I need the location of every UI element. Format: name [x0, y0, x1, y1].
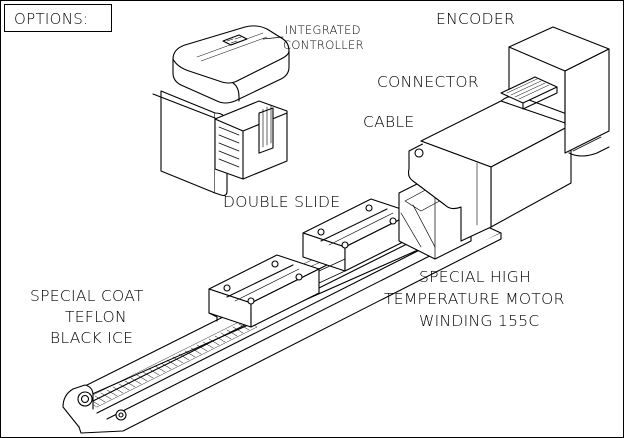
special-coat-label-line1: SPECIAL COAT [30, 287, 144, 305]
integrated-controller-drawing [152, 25, 290, 197]
motor-winding-label-line2: TEMPERATURE MOTOR [384, 290, 565, 308]
options-title: OPTIONS: [14, 10, 89, 28]
special-coat-label-line2: TEFLON [65, 308, 127, 326]
motor-assembly-drawing [398, 26, 610, 260]
rail-base-drawing [62, 196, 502, 434]
integrated-controller-label-line2: CONTROLLER [283, 38, 364, 52]
motor-winding-label-line3: WINDING 155C [419, 312, 540, 330]
front-slide-drawing [208, 254, 320, 328]
integrated-controller-label-line1: INTEGRATED [285, 23, 361, 37]
special-coat-label-line3: BLACK ICE [50, 329, 134, 347]
rear-slide-drawing [302, 198, 414, 284]
encoder-label: ENCODER [436, 10, 516, 28]
motor-winding-label-line1: SPECIAL HIGH [419, 268, 532, 286]
double-slide-label: DOUBLE SLIDE [223, 193, 341, 211]
options-title-box: OPTIONS: [4, 4, 112, 32]
cable-label: CABLE [363, 113, 415, 131]
connector-label: CONNECTOR [377, 73, 479, 91]
